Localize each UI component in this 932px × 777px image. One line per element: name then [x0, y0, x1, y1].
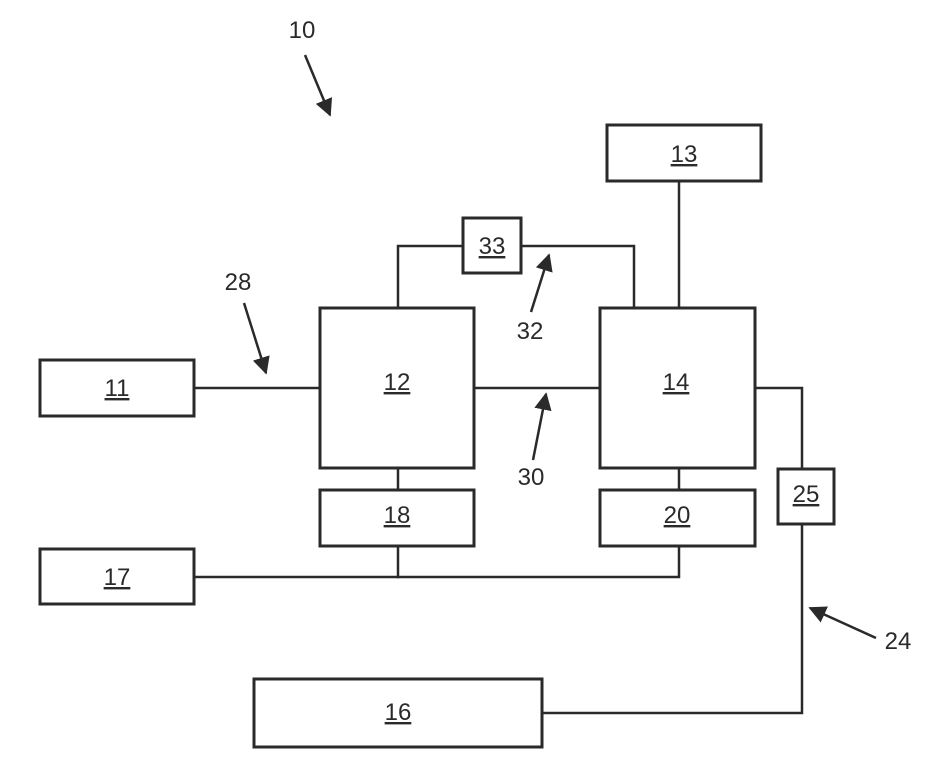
reference-32-arrow: [531, 255, 549, 312]
wire-33-to-14: [521, 246, 634, 308]
reference-30-label: 30: [518, 464, 545, 491]
reference-32-label: 32: [517, 318, 544, 345]
reference-10: 10: [289, 17, 330, 115]
block-18: 18: [320, 490, 474, 546]
block-20: 20: [600, 490, 755, 546]
block-17: 17: [40, 549, 194, 604]
block-13-label: 13: [671, 141, 698, 168]
block-33-label: 33: [479, 233, 506, 260]
block-16: 16: [254, 679, 542, 747]
reference-28: 28: [225, 269, 266, 373]
reference-10-arrow: [305, 55, 330, 115]
block-11: 11: [40, 360, 194, 416]
block-13: 13: [607, 125, 761, 181]
reference-30: 30: [518, 394, 546, 491]
reference-28-label: 28: [225, 269, 252, 296]
reference-10-label: 10: [289, 17, 316, 44]
reference-30-arrow: [533, 394, 546, 460]
reference-24: 24: [810, 608, 911, 655]
block-20-label: 20: [664, 502, 691, 529]
wire-17-bus: [194, 546, 679, 577]
block-14-label: 14: [663, 369, 690, 396]
wire-14-to-25: [755, 388, 802, 469]
reference-24-arrow: [810, 608, 876, 638]
block-18-label: 18: [384, 502, 411, 529]
block-33: 33: [463, 218, 521, 273]
reference-24-label: 24: [885, 628, 912, 655]
block-11-label: 11: [105, 375, 130, 402]
block-12: 12: [320, 308, 474, 468]
block-14: 14: [600, 308, 755, 468]
block-25-label: 25: [793, 481, 820, 508]
block-12-label: 12: [384, 369, 411, 396]
block-25: 25: [778, 469, 834, 524]
block-17-label: 17: [104, 564, 131, 591]
wire-25-to-16: [542, 524, 802, 713]
block-16-label: 16: [385, 699, 412, 726]
reference-28-arrow: [244, 303, 266, 373]
wire-12-to-33: [398, 246, 463, 308]
